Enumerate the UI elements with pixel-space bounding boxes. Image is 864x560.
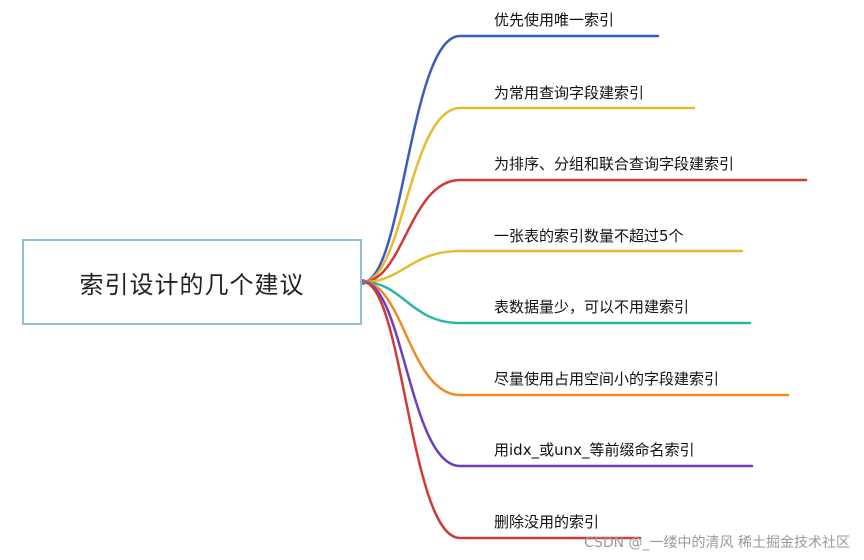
branch-label-1[interactable]: 优先使用唯一索引 bbox=[494, 11, 615, 29]
branch-connector-2 bbox=[361, 106, 696, 284]
branch-label-2[interactable]: 为常用查询字段建索引 bbox=[494, 84, 645, 102]
branch-label-3[interactable]: 为排序、分组和联合查询字段建索引 bbox=[494, 155, 735, 173]
branch-connector-7 bbox=[361, 280, 754, 468]
branch-connector-8 bbox=[361, 280, 642, 540]
root-node[interactable]: 索引设计的几个建议 bbox=[22, 239, 362, 325]
branch-label-6[interactable]: 尽量使用占用空间小的字段建索引 bbox=[494, 370, 720, 388]
watermark-text: CSDN @_一缕中的清风 稀土掘金技术社区 bbox=[584, 535, 850, 551]
root-node-label: 索引设计的几个建议 bbox=[79, 270, 305, 299]
branch-connector-4 bbox=[361, 249, 744, 284]
branch-label-7[interactable]: 用idx_或unx_等前缀命名索引 bbox=[494, 441, 695, 459]
branch-connector-6 bbox=[361, 280, 790, 397]
branch-connector-3 bbox=[361, 178, 808, 284]
branch-label-4[interactable]: 一张表的索引数量不超过5个 bbox=[494, 227, 684, 245]
branch-connector-5 bbox=[361, 280, 752, 325]
branch-connector-1 bbox=[361, 34, 660, 284]
branch-label-8[interactable]: 删除没用的索引 bbox=[494, 513, 600, 531]
branch-label-5[interactable]: 表数据量少，可以不用建索引 bbox=[494, 298, 690, 316]
